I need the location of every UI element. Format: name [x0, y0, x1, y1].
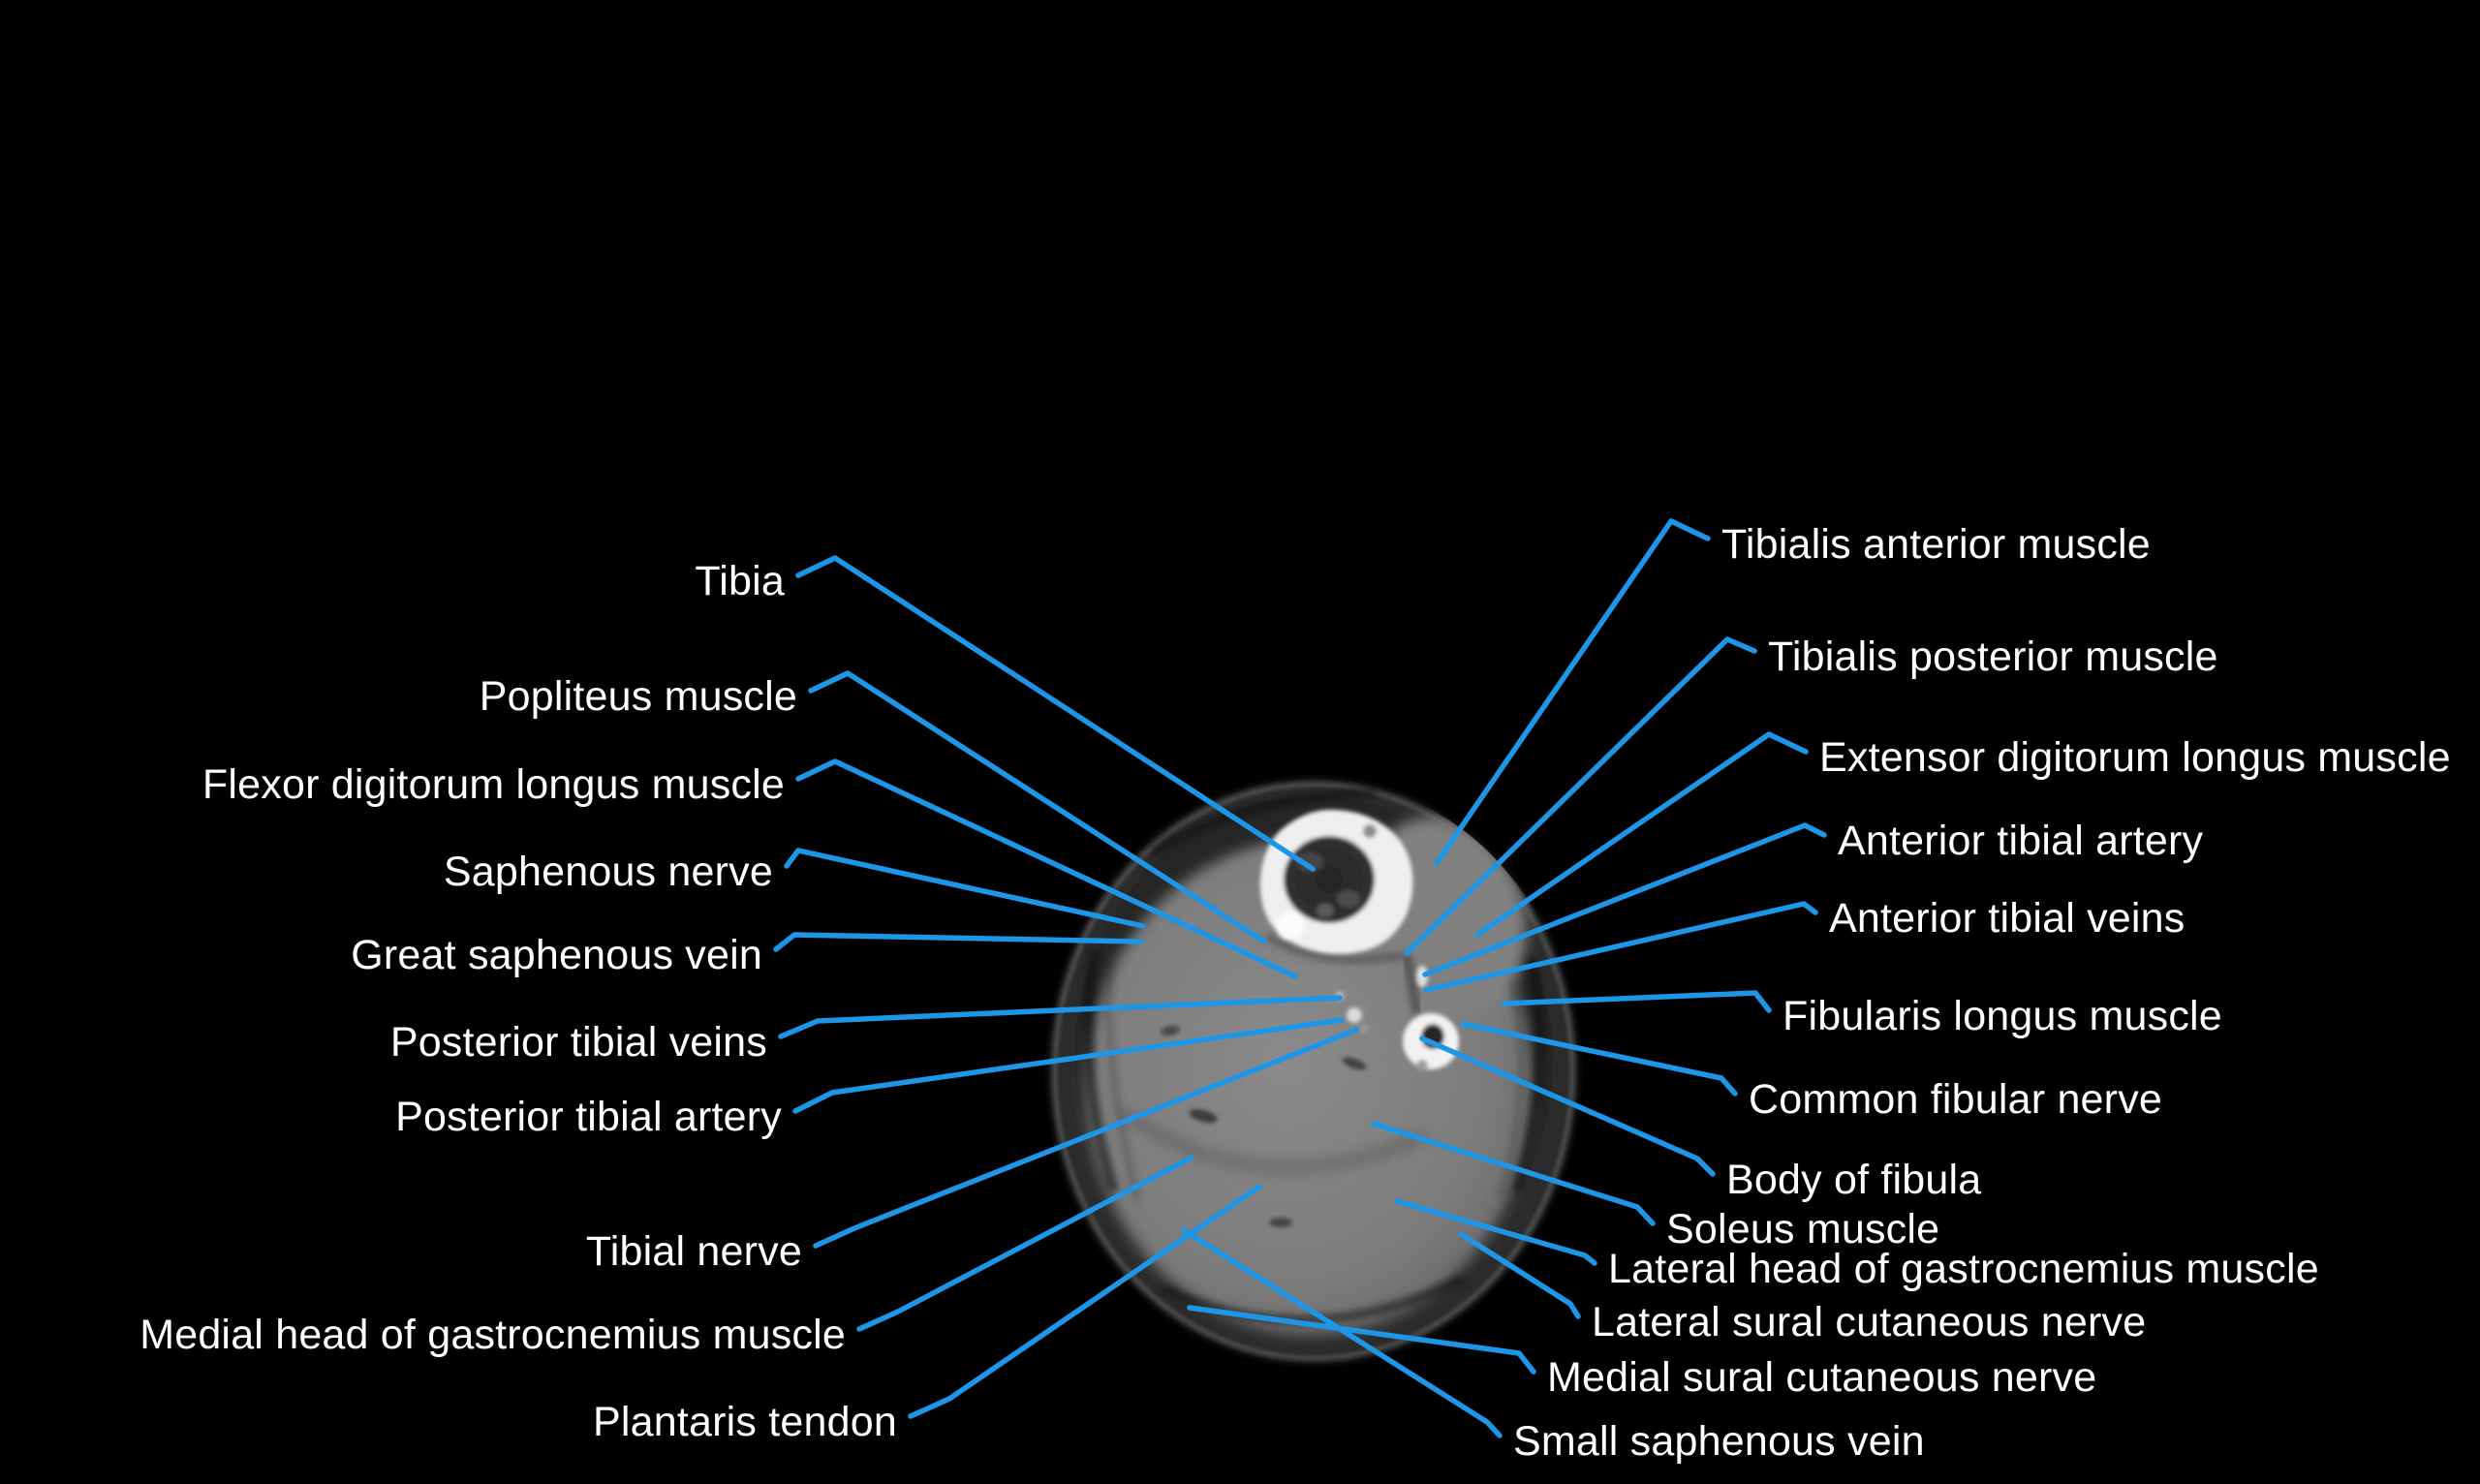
leader-line-great-saphenous-vein: [773, 932, 1144, 952]
label-posterior-tibial-veins: Posterior tibial veins: [389, 1019, 767, 1066]
leader-line-popliteus-muscle: [808, 670, 1267, 944]
label-anterior-tibial-artery: Anterior tibial artery: [1838, 818, 2204, 864]
leader-line-tibial-nerve: [813, 1027, 1359, 1249]
label-lateral-sural-cutaneous: Lateral sural cutaneous nerve: [1592, 1299, 2147, 1345]
label-tibial-nerve: Tibial nerve: [585, 1228, 802, 1275]
leader-line-lateral-sural-cutaneous: [1458, 1231, 1581, 1319]
leader-line-posterior-tibial-veins: [778, 995, 1343, 1039]
label-plantaris-tendon: Plantaris tendon: [593, 1399, 897, 1445]
leader-line-posterior-tibial-artery: [792, 1017, 1345, 1114]
label-tibia: Tibia: [695, 558, 785, 604]
label-lateral-head-gastrocnemius: Lateral head of gastrocnemius muscle: [1608, 1246, 2319, 1292]
label-anterior-tibial-veins: Anterior tibial veins: [1829, 895, 2186, 942]
leader-line-tibialis-anterior: [1434, 518, 1711, 866]
leader-line-anterior-tibial-artery: [1422, 822, 1827, 977]
label-posterior-tibial-artery: Posterior tibial artery: [395, 1094, 782, 1140]
leader-line-soleus-muscle: [1371, 1121, 1656, 1226]
leader-line-flexor-digitorum-longus: [795, 758, 1298, 979]
label-body-of-fibula: Body of fibula: [1726, 1157, 1982, 1203]
leader-lines: [773, 518, 1827, 1438]
leader-line-saphenous-nerve: [784, 848, 1146, 929]
label-tibialis-anterior: Tibialis anterior muscle: [1721, 521, 2151, 568]
leader-line-lateral-head-gastrocnemius: [1394, 1198, 1597, 1266]
label-saphenous-nerve: Saphenous nerve: [443, 849, 773, 895]
label-extensor-digitorum-longus: Extensor digitorum longus muscle: [1819, 734, 2451, 781]
label-medial-sural-cutaneous: Medial sural cutaneous nerve: [1547, 1354, 2097, 1401]
leader-line-medial-sural-cutaneous: [1187, 1305, 1536, 1375]
label-flexor-digitorum-longus: Flexor digitorum longus muscle: [202, 761, 785, 808]
leader-line-tibialis-posterior: [1404, 636, 1757, 956]
leader-line-common-fibular-nerve: [1460, 1021, 1738, 1097]
label-great-saphenous-vein: Great saphenous vein: [351, 932, 762, 978]
leader-line-tibia: [795, 555, 1316, 872]
label-small-saphenous-vein: Small saphenous vein: [1513, 1418, 1925, 1465]
label-common-fibular-nerve: Common fibular nerve: [1749, 1076, 2163, 1123]
leader-line-body-of-fibula: [1419, 1036, 1716, 1177]
leader-line-anterior-tibial-veins: [1423, 901, 1818, 993]
leader-line-plantaris-tendon: [908, 1184, 1262, 1419]
leader-line-medial-head-gastrocnemius: [856, 1155, 1194, 1332]
label-popliteus-muscle: Popliteus muscle: [479, 673, 797, 720]
leader-line-extensor-digitorum-longus: [1474, 731, 1809, 938]
leader-line-fibularis-longus: [1502, 990, 1772, 1013]
label-soleus-muscle: Soleus muscle: [1666, 1206, 1940, 1252]
label-fibularis-longus: Fibularis longus muscle: [1782, 993, 2222, 1039]
label-tibialis-posterior: Tibialis posterior muscle: [1768, 634, 2218, 680]
leader-line-small-saphenous-vein: [1181, 1227, 1503, 1438]
label-medial-head-gastrocnemius: Medial head of gastrocnemius muscle: [140, 1312, 846, 1358]
